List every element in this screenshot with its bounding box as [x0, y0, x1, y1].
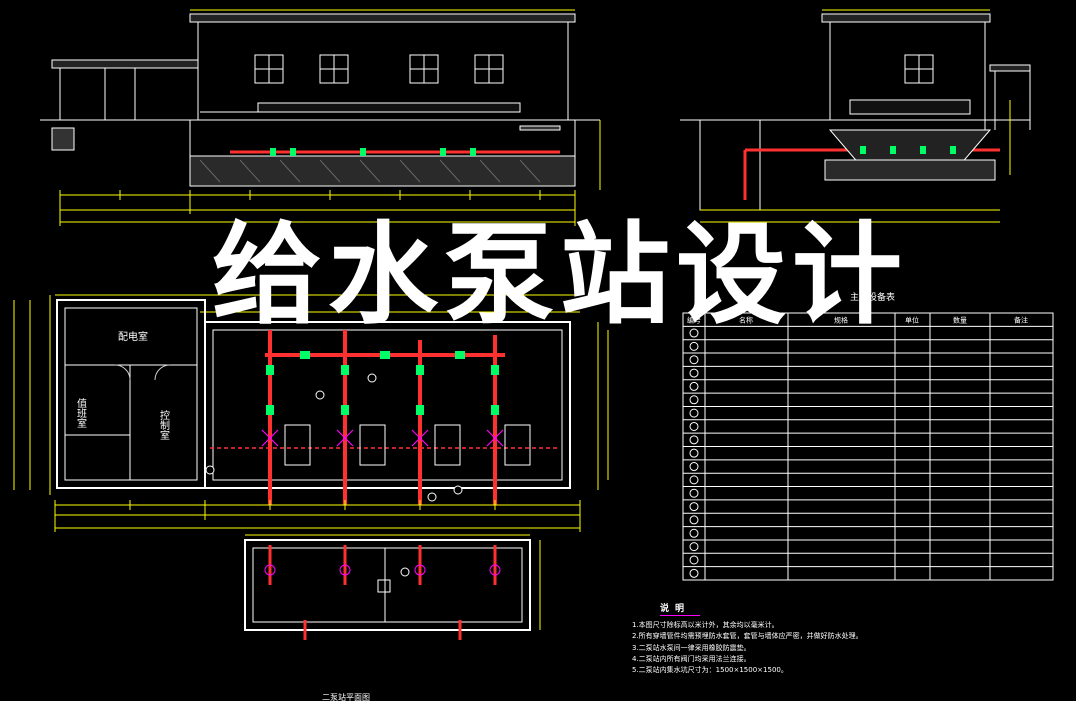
section-elevation-right	[599, 9, 1031, 223]
table-column-header: 名称	[739, 316, 753, 325]
row-number-marker	[689, 368, 699, 378]
row-number-marker	[689, 502, 699, 512]
table-column-header: 规格	[834, 316, 848, 325]
row-number-marker	[689, 355, 699, 365]
notes-heading: 说明	[660, 604, 700, 617]
row-number-marker	[689, 435, 699, 445]
table-column-header: 数量	[953, 316, 967, 325]
row-number-marker	[689, 542, 699, 552]
pump-station-plan	[13, 294, 609, 577]
page-title: 给水泵站设计	[212, 211, 908, 339]
clear-well-plan	[244, 534, 541, 640]
row-number-marker	[689, 555, 699, 565]
room-label-control: 控制室	[158, 409, 170, 440]
row-number-marker	[689, 448, 699, 458]
row-number-marker	[689, 568, 699, 578]
row-number-marker	[689, 528, 699, 538]
row-number-marker	[689, 462, 699, 472]
note-line: 2.所有穿墙管件均需预埋防水套管，套管与墙体应严密，并做好防水处理。	[632, 632, 863, 641]
plan-caption: 二泵站平面图	[322, 692, 370, 701]
row-number-marker	[689, 421, 699, 431]
row-number-marker	[689, 408, 699, 418]
table-caption: 主要设备表	[850, 291, 895, 303]
row-number-marker	[689, 381, 699, 391]
room-label-power: 配电室	[118, 330, 148, 343]
section-elevation-left	[40, 9, 600, 226]
table-column-header: 备注	[1014, 316, 1028, 325]
row-number-marker	[689, 341, 699, 351]
equipment-table: 编号 名称 规格 单位 数量 备注	[682, 312, 1054, 581]
row-number-marker	[689, 328, 699, 338]
row-number-marker	[689, 395, 699, 405]
row-number-marker	[689, 488, 699, 498]
note-line: 5.二泵站内集水坑尺寸为：1500×1500×1500。	[632, 666, 788, 675]
note-line: 1.本图尺寸除标高以米计外，其余均以毫米计。	[632, 621, 779, 630]
note-line: 3.二泵站水泵间一律采用橡胶防震垫。	[632, 643, 751, 652]
row-number-marker	[689, 475, 699, 485]
table-column-header: 编号	[687, 316, 701, 325]
room-label-duty: 值班室	[75, 397, 87, 428]
note-line: 4.二泵站内所有阀门均采用法兰连接。	[632, 654, 751, 663]
row-number-marker	[689, 515, 699, 525]
design-notes: 说明 1.本图尺寸除标高以米计外，其余均以毫米计。 2.所有穿墙管件均需预埋防水…	[632, 604, 1052, 699]
table-column-header: 单位	[905, 316, 919, 325]
